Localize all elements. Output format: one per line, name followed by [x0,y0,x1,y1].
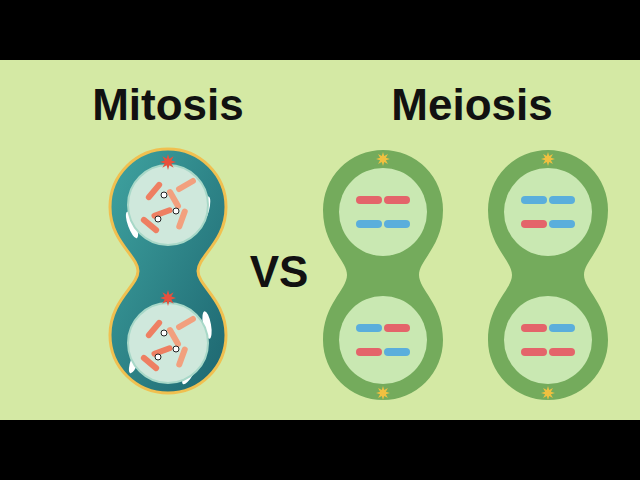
chromosome-arm [356,324,382,332]
chromosome [175,177,197,193]
chromosome-arm [521,220,547,228]
centromere [173,346,179,352]
chromosome-arm [549,324,575,332]
chromosome-arm [521,324,547,332]
chromosome-arm [384,196,410,204]
chromosome-arm [549,220,575,228]
chromosome-arm [384,348,410,356]
vs-label: VS [250,248,309,296]
chromosome-arm [521,348,547,356]
chromosome-arm [384,220,410,228]
meiosis-cell [323,150,443,400]
centrosome [376,386,390,400]
nucleus [128,165,208,245]
chromosome-arm [356,220,382,228]
centrosome [541,152,555,166]
mitosis-cell [110,149,226,393]
heading-label: Mitosis [92,81,244,129]
chromosome [140,216,161,235]
chromosome [145,319,164,340]
centrosome [160,290,176,306]
chromosome-arm [549,196,575,204]
chromosome [140,354,161,373]
nucleus [339,296,427,384]
chromosome [151,344,174,357]
cell-membrane [110,149,226,393]
centromere [155,354,161,360]
centrosome [541,386,555,400]
cell-membrane [488,150,608,400]
top-bar [0,0,640,60]
nucleus [128,303,208,383]
chromosome-arm [521,196,547,204]
chromosome-arm [356,348,382,356]
nucleus [339,168,427,256]
nucleus [504,296,592,384]
chromosome-arm [549,348,575,356]
bottom-bar [0,420,640,480]
centrosome [160,154,176,170]
centromere [173,208,179,214]
chromosome-arm [356,196,382,204]
heading-label: Meiosis [391,81,552,129]
centromere [161,192,167,198]
centromere [161,330,167,336]
chromosome [175,315,197,331]
meiosis-cell [488,150,608,400]
centrosome [376,152,390,166]
nucleus [504,168,592,256]
chromosome-arm [384,324,410,332]
chromosome [151,206,174,219]
centromere [155,216,161,222]
chromosome [145,181,164,202]
cell-membrane [323,150,443,400]
